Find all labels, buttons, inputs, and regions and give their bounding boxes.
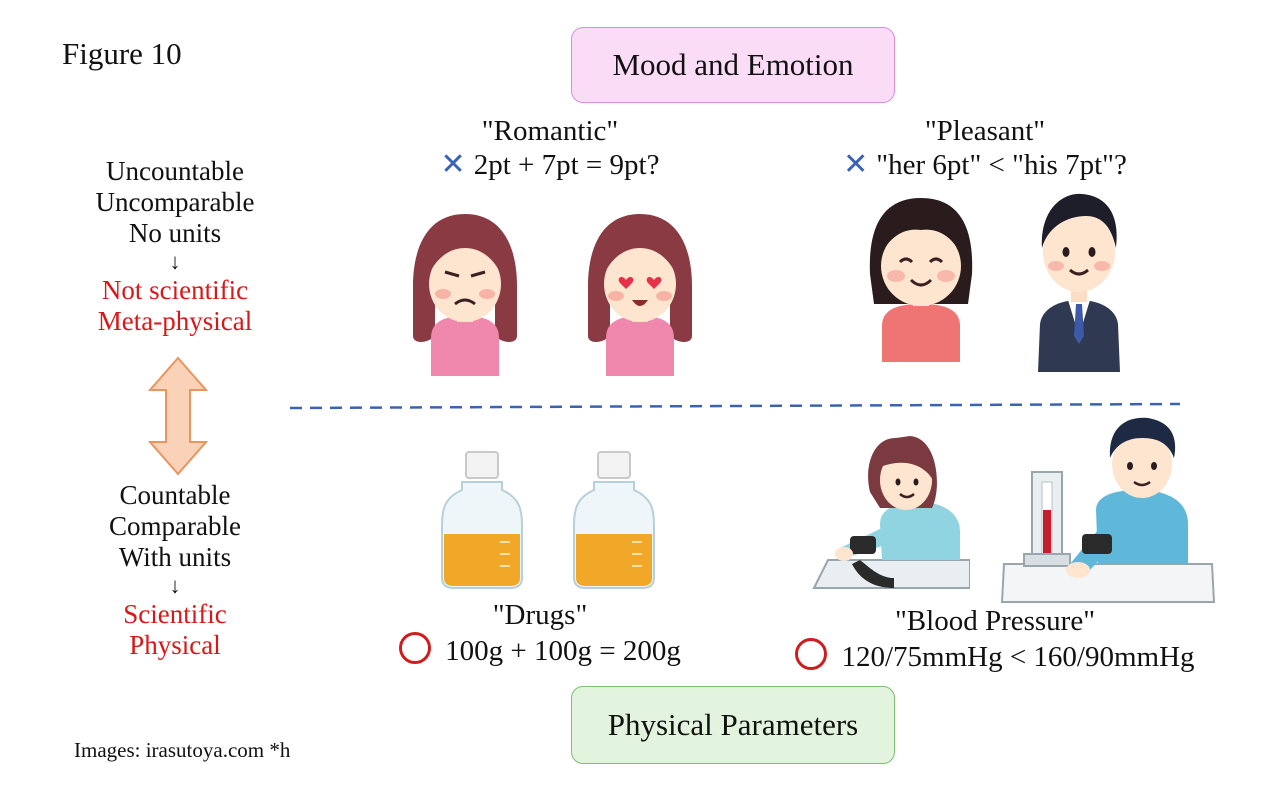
- suited-man-illustration: [1038, 193, 1120, 372]
- dashed-divider: [290, 402, 1180, 410]
- side-red-line: Meta-physical: [97, 306, 253, 336]
- mood-emotion-box: Mood and Emotion: [571, 27, 895, 103]
- circle-mark-icon: [795, 638, 828, 670]
- drugs-caption: "Drugs" 100g + 100g = 200g: [360, 598, 720, 668]
- romantic-formula: 2pt + 7pt = 9pt?: [473, 149, 660, 181]
- pleasant-caption: "Pleasant" ✕"her 6pt" < "his 7pt"?: [790, 114, 1180, 182]
- angry-woman-illustration: [413, 214, 517, 376]
- pleasant-title: "Pleasant": [924, 115, 1046, 147]
- side-line: Uncomparable: [95, 187, 255, 217]
- left-bottom-description: Countable Comparable With units ↓ Scient…: [45, 480, 305, 661]
- side-red-line: Scientific: [123, 599, 227, 629]
- side-red-line: Not scientific: [101, 275, 249, 305]
- love-woman-illustration: [588, 214, 692, 376]
- patient-woman-illustration: [812, 436, 970, 589]
- side-red-line: Physical: [129, 630, 221, 660]
- side-line: Countable: [119, 480, 231, 510]
- figure-label: Figure 10: [62, 36, 182, 71]
- drugs-title: "Drugs": [492, 599, 588, 631]
- blood-pressure-caption: "Blood Pressure" 120/75mmHg < 160/90mmHg: [760, 604, 1230, 674]
- down-arrow-icon: ↓: [169, 249, 181, 274]
- romantic-title: "Romantic": [481, 115, 619, 147]
- double-arrow-icon: [148, 356, 208, 476]
- side-line: Uncountable: [106, 156, 244, 186]
- patient-man-illustration: [1000, 417, 1216, 603]
- drugs-formula: 100g + 100g = 200g: [445, 635, 681, 667]
- cross-mark-icon: ✕: [843, 147, 869, 182]
- romantic-caption: "Romantic" ✕2pt + 7pt = 9pt?: [360, 114, 740, 182]
- side-line: No units: [128, 218, 222, 248]
- side-line: With units: [118, 542, 232, 572]
- pleasant-formula: "her 6pt" < "his 7pt"?: [876, 149, 1127, 181]
- blood-pressure-title: "Blood Pressure": [894, 605, 1096, 637]
- medicine-bottle-illustration: [573, 451, 655, 589]
- side-line: Comparable: [109, 511, 241, 541]
- circle-mark-icon: [399, 632, 432, 664]
- physical-parameters-box: Physical Parameters: [571, 686, 895, 764]
- image-credit: Images: irasutoya.com *h: [74, 738, 291, 762]
- left-top-description: Uncountable Uncomparable No units ↓ Not …: [45, 156, 305, 337]
- smiling-woman-illustration: [869, 198, 973, 362]
- medicine-bottle-illustration: [441, 451, 523, 589]
- cross-mark-icon: ✕: [440, 147, 466, 182]
- down-arrow-icon: ↓: [169, 573, 181, 598]
- blood-pressure-formula: 120/75mmHg < 160/90mmHg: [841, 641, 1195, 673]
